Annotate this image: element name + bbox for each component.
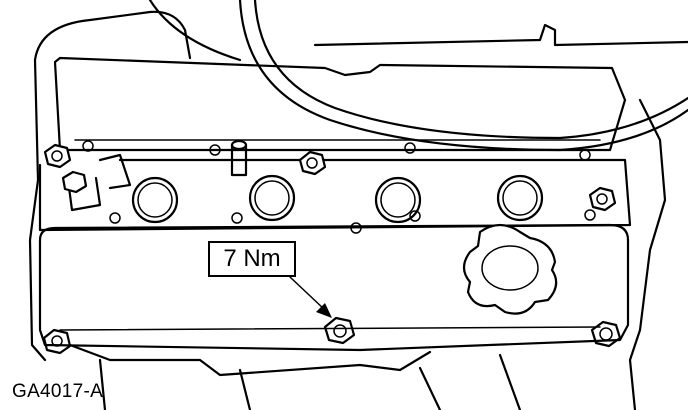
engine-block-left-edge xyxy=(28,58,47,362)
post-center xyxy=(230,143,248,177)
plug-well-3-inner xyxy=(380,182,416,218)
callout-leader xyxy=(289,276,326,311)
plug-well-2 xyxy=(248,174,296,222)
plug-well-4-inner xyxy=(502,180,538,216)
callout-arrowhead xyxy=(316,303,332,318)
plug-well-1 xyxy=(131,176,179,224)
bolt-bottom-center xyxy=(323,316,356,345)
hose-large-inner xyxy=(253,0,688,140)
torque-callout-label: 7 Nm xyxy=(223,245,281,272)
bolt-bottom-right xyxy=(590,320,622,348)
lower-rail xyxy=(98,353,522,410)
bolt-left-mid xyxy=(61,170,88,194)
post-left xyxy=(66,176,102,212)
engine-block-outline xyxy=(33,10,192,62)
torque-callout: 7 Nm xyxy=(208,241,296,277)
oil-filler-cap xyxy=(462,223,558,315)
spark-plug-wells xyxy=(131,174,544,224)
plug-well-4 xyxy=(496,174,544,222)
bolt-bottom-left xyxy=(42,328,72,355)
lower-bracket xyxy=(68,343,432,377)
hose-large xyxy=(238,0,688,152)
bracket-left xyxy=(98,153,132,190)
upper-camshaft-cover xyxy=(53,56,627,152)
lower-cover-bottom-rib xyxy=(59,326,601,331)
engine-right-side xyxy=(628,98,667,410)
plug-well-1-inner xyxy=(137,182,173,218)
engine-upper-right-housing xyxy=(313,23,688,47)
figure-id-label: GA4017-A xyxy=(12,381,104,402)
plug-well-3 xyxy=(374,176,422,224)
lower-valve-cover xyxy=(38,223,630,352)
hose-small xyxy=(148,0,242,62)
head-studs xyxy=(82,140,596,234)
cylinder-head-deck xyxy=(38,158,632,232)
bolt-upper-center xyxy=(298,150,327,176)
plug-well-2-inner xyxy=(254,180,290,216)
bolt-top-left xyxy=(43,143,72,169)
bolt-right xyxy=(588,186,617,212)
oil-filler-cap-top xyxy=(481,245,539,291)
